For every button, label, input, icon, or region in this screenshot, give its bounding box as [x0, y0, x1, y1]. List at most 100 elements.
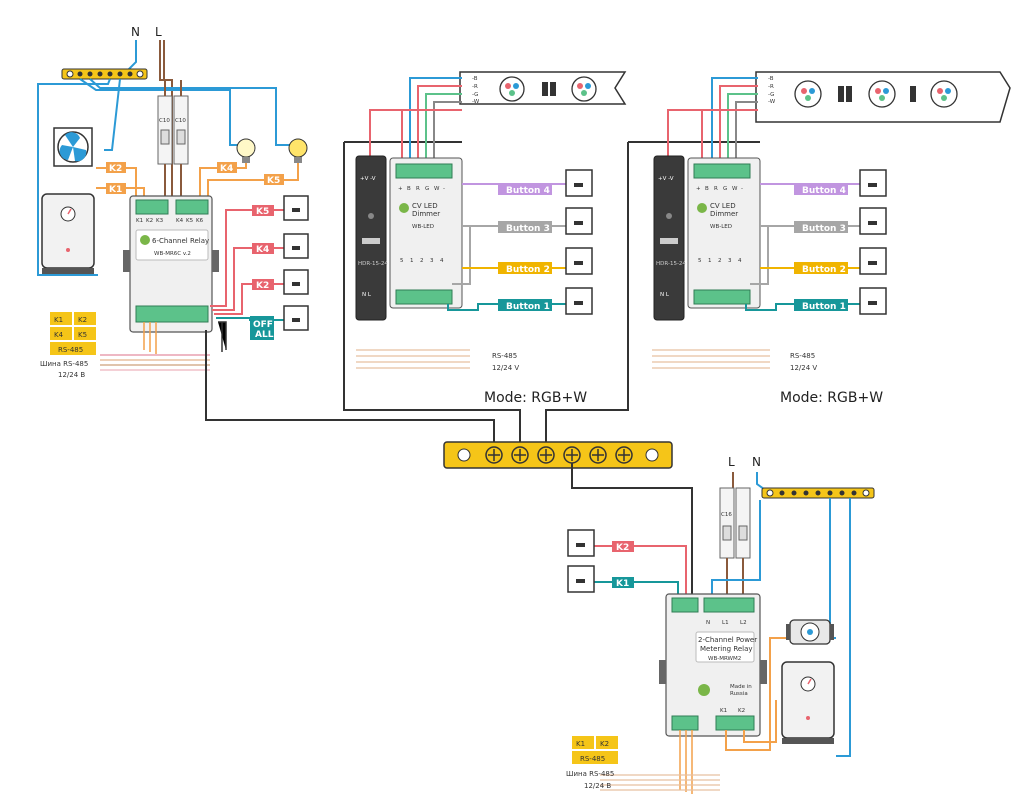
svg-text:WB-LED: WB-LED: [710, 224, 732, 230]
svg-text:-: -: [741, 186, 743, 192]
supply-n-right: N: [752, 455, 761, 469]
wall-switch-icon-b3-1: [565, 207, 593, 235]
svg-text:L2: L2: [740, 620, 747, 626]
metering-relay: N L1 L2 2-Channel Power Metering Relay W…: [659, 593, 767, 737]
svg-text:K2: K2: [109, 164, 122, 174]
wall-switch-icon-b2-2: [859, 247, 887, 275]
boiler-icon-right: [781, 661, 835, 744]
wall-switch-icon-b1-2: [859, 287, 887, 315]
button-3-label-2: Button 3: [794, 221, 848, 234]
svg-text:Button 3: Button 3: [802, 224, 846, 234]
svg-text:K5: K5: [267, 176, 280, 186]
svg-text:K2: K2: [78, 316, 87, 324]
button-4-label-2: Button 4: [794, 183, 848, 196]
off-all-label: OFF ALL: [250, 316, 274, 340]
dimmer-section-1: -B -R -G -W +V -V HDR-15-24 N L: [343, 71, 627, 452]
svg-text:12/24 В: 12/24 В: [584, 782, 611, 790]
svg-text:K1: K1: [616, 579, 629, 589]
svg-text:3: 3: [728, 258, 732, 264]
ground-busbar: [443, 441, 673, 469]
svg-text:-B: -B: [472, 76, 478, 82]
svg-text:Dimmer: Dimmer: [710, 210, 738, 218]
k4-label-left: K4: [217, 162, 237, 174]
k2-label-switch: K2: [252, 279, 274, 291]
svg-text:+V -V: +V -V: [658, 176, 674, 182]
svg-text:Russia: Russia: [730, 691, 748, 697]
k1-label-left: K1: [106, 183, 126, 195]
svg-text:K1: K1: [576, 740, 585, 748]
neutral-busbar-right: [761, 487, 875, 499]
svg-text:K2: K2: [738, 708, 745, 714]
svg-text:2: 2: [718, 258, 722, 264]
wall-switch-icon-k5: [283, 195, 309, 221]
svg-text:L1: L1: [722, 620, 729, 626]
mode-label-1: Mode: RGB+W: [484, 390, 587, 406]
svg-text:CV LED: CV LED: [412, 202, 438, 210]
svg-text:WB-LED: WB-LED: [412, 224, 434, 230]
svg-text:Шина RS-485: Шина RS-485: [566, 770, 614, 778]
svg-text:Button 2: Button 2: [506, 265, 550, 275]
svg-text:+V -V: +V -V: [360, 176, 376, 182]
k4-label-switch: K4: [252, 243, 274, 255]
k5-label-left: K5: [264, 174, 284, 186]
svg-text:-B: -B: [768, 76, 774, 82]
svg-text:Button 2: Button 2: [802, 265, 846, 275]
k5-label-switch: K5: [252, 205, 274, 217]
k2-label-left: K2: [106, 162, 126, 174]
svg-text:K5: K5: [78, 331, 87, 339]
svg-text:N: N: [706, 620, 710, 626]
supply-n-left: N: [131, 25, 140, 39]
svg-text:5: 5: [400, 258, 404, 264]
svg-text:ALL: ALL: [255, 330, 274, 340]
bus-note-1-line1: RS-485: [492, 352, 517, 360]
svg-text:N L: N L: [660, 292, 670, 298]
button-1-label-2: Button 1: [794, 299, 848, 312]
svg-text:1: 1: [708, 258, 712, 264]
svg-text:R: R: [416, 186, 420, 192]
svg-text:-W: -W: [472, 99, 480, 105]
svg-text:C10: C10: [159, 118, 170, 124]
svg-text:12/24 В: 12/24 В: [58, 371, 85, 379]
button-2-label-2: Button 2: [794, 262, 848, 275]
svg-text:W: W: [434, 186, 440, 192]
svg-text:K6: K6: [196, 218, 204, 224]
svg-text:HDR-15-24: HDR-15-24: [358, 261, 388, 267]
svg-text:4: 4: [738, 258, 742, 264]
svg-text:Metering Relay: Metering Relay: [700, 645, 753, 653]
svg-text:K1: K1: [54, 316, 63, 324]
lamp-icon-k5: [288, 138, 308, 163]
svg-text:K4: K4: [220, 164, 233, 174]
svg-text:K3: K3: [156, 218, 164, 224]
svg-text:1: 1: [410, 258, 414, 264]
boiler-icon-left: [41, 193, 95, 274]
wall-switch-icon-off-all: [283, 305, 309, 331]
button-1-label-1: Button 1: [498, 299, 552, 312]
svg-text:K5: K5: [186, 218, 194, 224]
svg-text:CV LED: CV LED: [710, 202, 736, 210]
svg-text:K4: K4: [176, 218, 184, 224]
breaker-left-a: C10: [157, 95, 173, 165]
svg-text:WB-MRWM2: WB-MRWM2: [708, 656, 741, 662]
svg-text:6-Channel Relay: 6-Channel Relay: [152, 237, 209, 245]
button-2-label-1: Button 2: [498, 262, 552, 275]
button-3-label-1: Button 3: [498, 221, 552, 234]
wall-switch-icon-b2-1: [565, 247, 593, 275]
svg-text:WB-MR6C v.2: WB-MR6C v.2: [154, 251, 191, 257]
wall-switch-icon-k1-right: [567, 565, 595, 593]
svg-text:4: 4: [440, 258, 444, 264]
legend-left: K1 K2 K4 K5 RS-485 Шина RS-485 12/24 В: [40, 312, 96, 379]
svg-text:B: B: [705, 186, 709, 192]
breaker-left-b: C10: [173, 95, 189, 165]
relay-6-channel: K1 K2 K3 K4 K5 K6 6-Channel Relay WB-MR6…: [123, 195, 219, 333]
svg-text:OFF: OFF: [253, 320, 273, 330]
led-dimmer-1: + B R G W - CV LED Dimmer WB-LED 5 1 2 3…: [389, 157, 463, 309]
svg-text:Dimmer: Dimmer: [412, 210, 440, 218]
svg-text:B: B: [407, 186, 411, 192]
led-strip-2: -B -R -G -W: [755, 71, 1011, 123]
svg-text:Made in: Made in: [730, 684, 752, 690]
svg-text:-W: -W: [768, 99, 776, 105]
svg-text:K4: K4: [54, 331, 64, 339]
wall-switch-icon-b4-2: [859, 169, 887, 197]
svg-text:-R: -R: [768, 84, 774, 90]
